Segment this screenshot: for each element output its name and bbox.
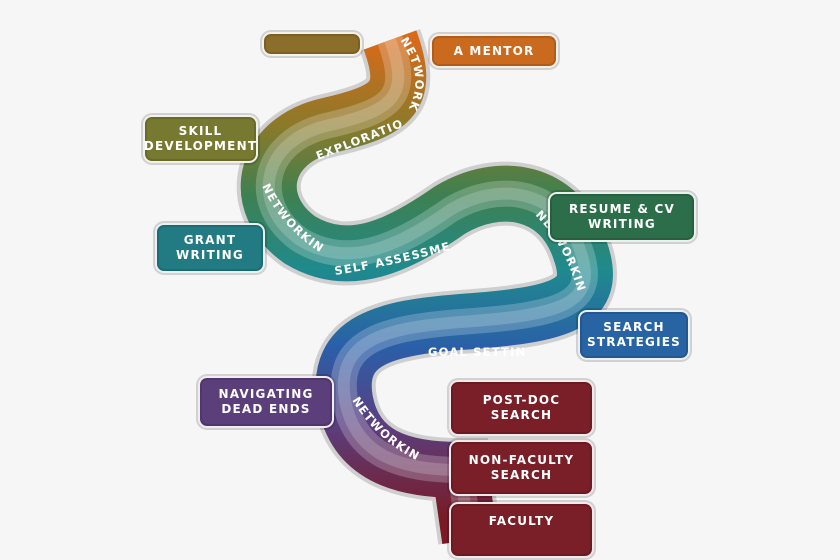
box-faculty: FACULTY: [449, 502, 594, 558]
box-grant-writing: GRANT WRITING: [155, 223, 265, 273]
box-post-doc-search: POST-DOC SEARCH: [449, 380, 594, 436]
box-mentor: A MENTOR: [430, 34, 558, 68]
box-resume-cv-writing: RESUME & CV WRITING: [548, 192, 696, 242]
box-non-faculty-search: NON-FACULTY SEARCH: [449, 440, 594, 496]
box-top-left: [262, 32, 362, 56]
box-non-faculty-search-label: NON-FACULTY SEARCH: [468, 453, 575, 482]
box-mentor-label: A MENTOR: [453, 43, 535, 58]
box-skill-development: SKILL DEVELOPMENT: [143, 115, 258, 163]
box-post-doc-search-label: POST-DOC SEARCH: [482, 393, 561, 422]
box-faculty-label: FACULTY: [488, 514, 555, 528]
box-search-strategies-label: SEARCH STRATEGIES: [587, 320, 681, 349]
box-skill-development-label: SKILL DEVELOPMENT: [143, 124, 258, 153]
box-navigating-dead-ends-label: NAVIGATING DEAD ENDS: [218, 387, 314, 416]
box-resume-cv-writing-label: RESUME & CV WRITING: [568, 202, 676, 231]
box-grant-writing-label: GRANT WRITING: [176, 233, 244, 262]
box-search-strategies: SEARCH STRATEGIES: [578, 310, 690, 360]
box-navigating-dead-ends: NAVIGATING DEAD ENDS: [198, 376, 334, 428]
